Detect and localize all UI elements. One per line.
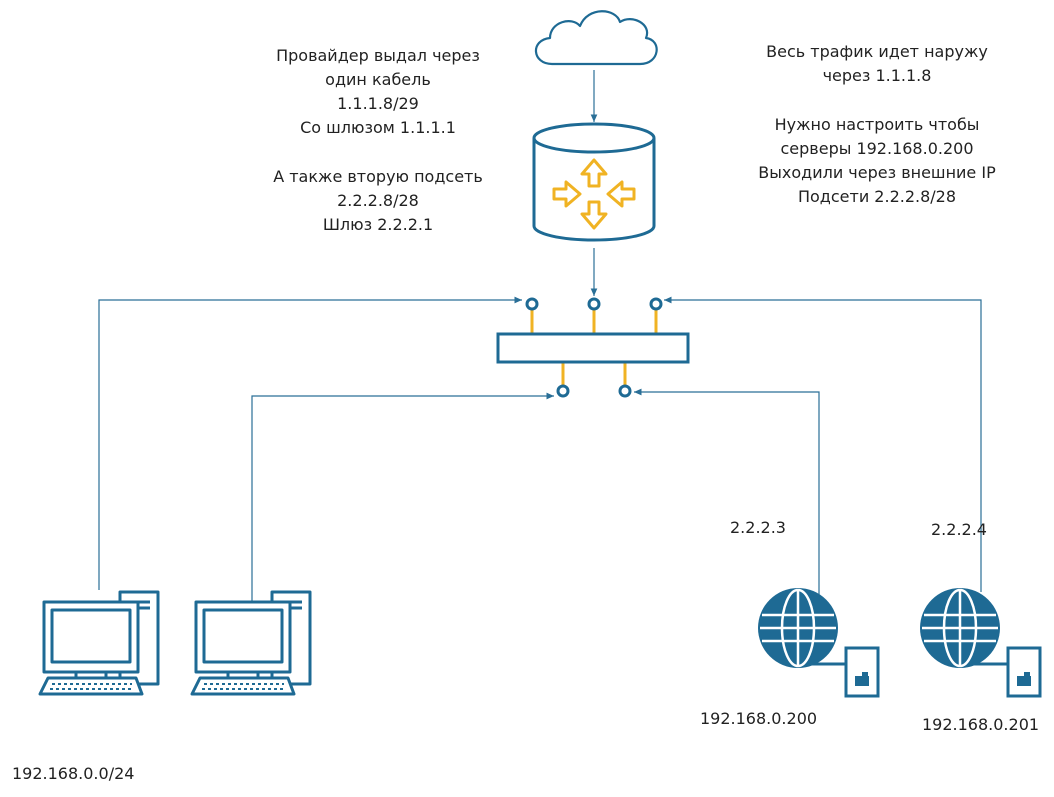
server2-ip-label: 192.168.0.201 xyxy=(922,715,1040,734)
web-server-icon xyxy=(920,588,1042,698)
link-server2-switch xyxy=(664,296,982,592)
link-pc2-switch xyxy=(251,392,554,602)
switch-port-5 xyxy=(618,384,632,398)
note-line: Подсети 2.2.2.8/28 xyxy=(797,187,957,206)
desktop-computer-icon xyxy=(190,590,312,696)
note-line: Шлюз 2.2.2.1 xyxy=(322,215,434,234)
cloud-icon xyxy=(534,10,658,66)
note-line: А также вторую подсеть xyxy=(273,167,483,186)
note-line: Со шлюзом 1.1.1.1 xyxy=(300,118,456,137)
note-line: Выходили через внешние IP xyxy=(758,163,996,182)
note-line: через 1.1.1.8 xyxy=(822,66,932,85)
second-subnet-note: А также вторую подсеть 2.2.2.8/28 Шлюз 2… xyxy=(248,165,508,237)
desktop-computer-icon xyxy=(38,590,160,696)
router-icon xyxy=(532,122,656,242)
switch-port-4 xyxy=(556,384,570,398)
link-pc1-switch xyxy=(98,296,522,590)
note-line: серверы 192.168.0.200 xyxy=(780,139,974,158)
note-line: Нужно настроить чтобы xyxy=(774,115,980,134)
provider-note: Провайдер выдал через один кабель 1.1.1.… xyxy=(248,44,508,140)
note-line: один кабель xyxy=(325,70,431,89)
server2-external-ip-label: 2.2.2.4 xyxy=(931,520,987,539)
note-line: Провайдер выдал через xyxy=(276,46,480,65)
traffic-note: Весь трафик идет наружу через 1.1.1.8 xyxy=(737,40,1017,88)
note-line: 1.1.1.8/29 xyxy=(337,94,419,113)
server1-external-ip-label: 2.2.2.3 xyxy=(730,518,786,537)
switch-port-3 xyxy=(649,297,663,311)
server1-ip-label: 192.168.0.200 xyxy=(700,709,818,728)
web-server-icon xyxy=(758,588,880,698)
task-note: Нужно настроить чтобы серверы 192.168.0.… xyxy=(737,113,1017,209)
router-arrows-icon xyxy=(552,158,636,230)
note-line: Весь трафик идет наружу xyxy=(766,42,988,61)
connection-lines xyxy=(98,70,982,602)
switch-port-2 xyxy=(587,297,601,311)
lan-subnet-label: 192.168.0.0/24 xyxy=(12,764,135,783)
link-server1-switch xyxy=(634,388,820,598)
switch-icon xyxy=(496,297,690,398)
note-line: 2.2.2.8/28 xyxy=(337,191,419,210)
switch-port-1 xyxy=(525,297,539,311)
